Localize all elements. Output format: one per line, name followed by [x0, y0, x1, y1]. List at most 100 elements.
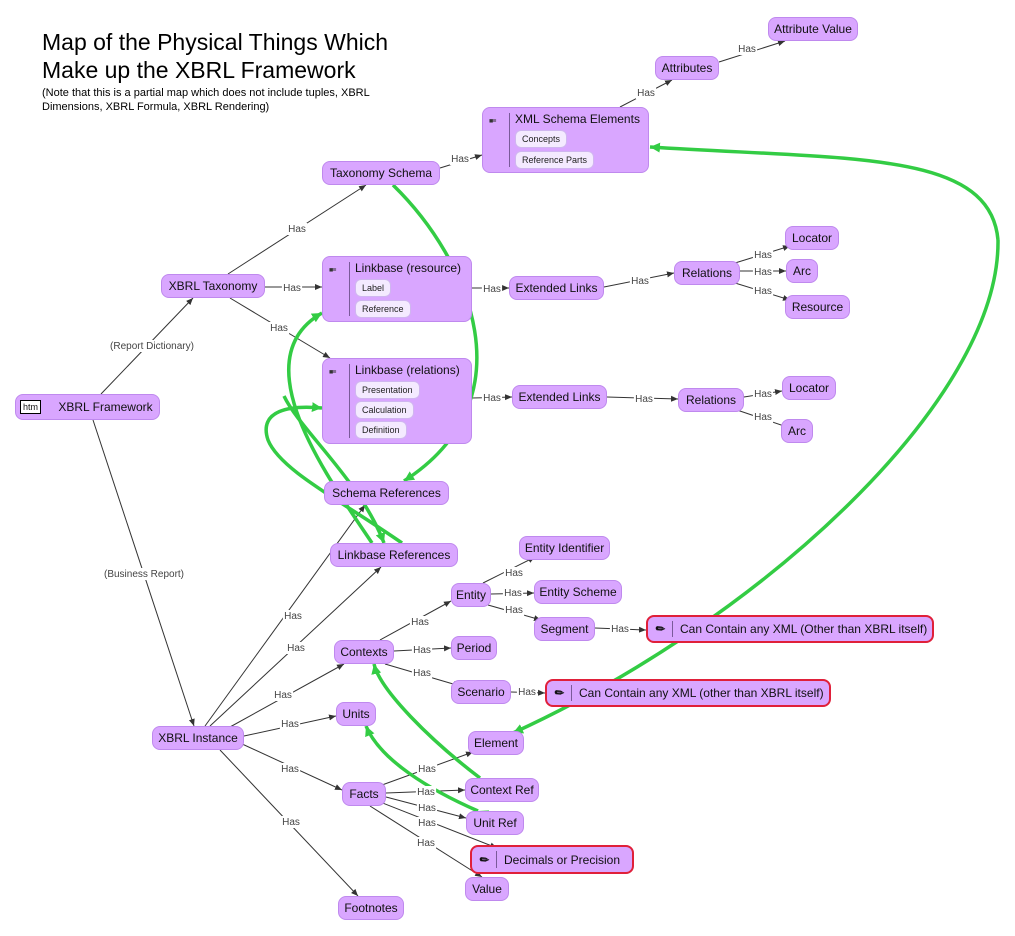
chip-calculation: Calculation	[355, 401, 414, 419]
edge-label-bg	[282, 610, 304, 622]
unit-ref-node[interactable]: Unit Ref	[466, 811, 524, 835]
taxonomy-schema-node[interactable]: Taxonomy Schema	[322, 161, 440, 185]
edge-label-bg	[415, 837, 437, 849]
arc-2-label: Arc	[788, 424, 806, 438]
edge-label-has: Has	[413, 645, 431, 656]
xml-schema-elements-node[interactable]: ■≡ XML Schema Elements Concepts Referenc…	[482, 107, 649, 173]
edge-label-has: Has	[274, 690, 292, 701]
schema-references-node[interactable]: Schema References	[324, 481, 449, 505]
edge-label-bg	[503, 604, 525, 616]
extended-links-2-label: Extended Links	[518, 390, 601, 404]
relations-1-node[interactable]: Relations	[674, 261, 740, 285]
attributes-node[interactable]: Attributes	[655, 56, 719, 80]
edge-lines	[92, 40, 791, 897]
extended-links-1-label: Extended Links	[515, 281, 598, 295]
edge-label-business-report: (Business Report)	[104, 569, 184, 580]
unit-ref-label: Unit Ref	[473, 816, 517, 830]
list-icon: ■≡	[489, 118, 496, 125]
edge-label-bg	[280, 816, 302, 828]
context-ref-node[interactable]: Context Ref	[465, 778, 539, 802]
resource-node[interactable]: Resource	[785, 295, 850, 319]
list-icon: ■≡	[329, 267, 336, 274]
edge-label-has: Has	[631, 276, 649, 287]
entity-identifier-label: Entity Identifier	[524, 541, 605, 555]
xbrl-framework-label: XBRL Framework	[58, 400, 153, 414]
edge-label-has: Has	[518, 687, 536, 698]
element-node[interactable]: Element	[468, 731, 524, 755]
contexts-node[interactable]: Contexts	[334, 640, 394, 664]
edge-label-bg	[502, 587, 524, 599]
taxonomy-schema-label: Taxonomy Schema	[329, 166, 433, 180]
extended-links-1-node[interactable]: Extended Links	[509, 276, 604, 300]
edge-label-bg	[416, 802, 438, 814]
edge-label-bg	[416, 817, 438, 829]
entity-identifier-node[interactable]: Entity Identifier	[519, 536, 610, 560]
edge-label-bg	[736, 43, 758, 55]
facts-node[interactable]: Facts	[342, 782, 386, 806]
edge-label-bg	[98, 340, 206, 352]
linkbase-relations-title: Linkbase (relations)	[355, 363, 460, 377]
value-node[interactable]: Value	[465, 877, 509, 901]
segment-node[interactable]: Segment	[534, 617, 595, 641]
edge-label-bg	[96, 568, 192, 580]
period-node[interactable]: Period	[451, 636, 497, 660]
decimals-precision-node[interactable]: ✎ Decimals or Precision	[470, 845, 634, 874]
edge-label-has: Has	[284, 611, 302, 622]
arc-1-node[interactable]: Arc	[786, 259, 818, 283]
edge-label-bg	[449, 153, 471, 165]
footnotes-node[interactable]: Footnotes	[338, 896, 404, 920]
facts-label: Facts	[349, 787, 379, 801]
decimals-precision-label: Decimals or Precision	[504, 852, 621, 867]
edge-label-bg	[285, 642, 307, 654]
footnotes-label: Footnotes	[344, 901, 398, 915]
edge-label-bg	[272, 689, 294, 701]
segment-any-xml-node[interactable]: ✎ Can Contain any XML (Other than XBRL i…	[646, 615, 934, 643]
segment-label: Segment	[540, 622, 589, 636]
edge-label-has: Has	[283, 283, 301, 294]
entity-node[interactable]: Entity	[451, 583, 491, 607]
edge-label-has: Has	[754, 267, 772, 278]
edge-label-bg	[268, 322, 290, 334]
element-label: Element	[473, 736, 519, 750]
xbrl-framework-node[interactable]: htm XBRL Framework	[15, 394, 160, 420]
attributes-label: Attributes	[661, 61, 713, 75]
edge-label-bg	[281, 282, 303, 294]
edge-label-has: Has	[418, 818, 436, 829]
scenario-node[interactable]: Scenario	[451, 680, 511, 704]
chip-reference: Reference	[355, 300, 411, 318]
page-title: Map of the Physical Things Which Make up…	[42, 28, 388, 84]
xbrl-taxonomy-node[interactable]: XBRL Taxonomy	[161, 274, 265, 298]
locator-2-node[interactable]: Locator	[782, 376, 836, 400]
linkbase-references-node[interactable]: Linkbase References	[330, 543, 458, 567]
edge-label-bg	[516, 686, 538, 698]
scenario-any-xml-node[interactable]: ✎ Can Contain any XML (other than XBRL i…	[545, 679, 831, 707]
edge-label-has: Has	[288, 224, 306, 235]
extended-links-2-node[interactable]: Extended Links	[512, 385, 607, 409]
arc-2-node[interactable]: Arc	[781, 419, 813, 443]
edge-label-has: Has	[483, 284, 501, 295]
xbrl-instance-node[interactable]: XBRL Instance	[152, 726, 244, 750]
attribute-value-node[interactable]: Attribute Value	[768, 17, 858, 41]
period-label: Period	[456, 641, 492, 655]
edge-label-has: Has	[505, 568, 523, 579]
element-xml-schema-elements-connector	[649, 142, 1000, 241]
page-subtitle: (Note that this is a partial map which d…	[42, 86, 370, 114]
segment-any-xml-label: Can Contain any XML (Other than XBRL its…	[680, 622, 928, 636]
units-node[interactable]: Units	[336, 702, 376, 726]
edge-label-has: Has	[754, 412, 772, 423]
locator-2-label: Locator	[788, 381, 830, 395]
chip-definition: Definition	[355, 421, 407, 439]
separator	[672, 621, 673, 637]
title-line-2: Make up the XBRL Framework	[42, 57, 356, 83]
linkbase-relations-node[interactable]: ■≡ Linkbase (relations) Presentation Cal…	[322, 358, 472, 444]
edge-label-has: Has	[483, 393, 501, 404]
edge-label-bg	[752, 285, 774, 297]
entity-scheme-node[interactable]: Entity Scheme	[534, 580, 622, 604]
edge-label-bg	[286, 223, 308, 235]
locator-1-node[interactable]: Locator	[785, 226, 839, 250]
entity-scheme-label: Entity Scheme	[539, 585, 617, 599]
relations-2-node[interactable]: Relations	[678, 388, 744, 412]
edge-label-has: Has	[417, 838, 435, 849]
linkbase-resource-node[interactable]: ■≡ Linkbase (resource) Label Reference	[322, 256, 472, 322]
